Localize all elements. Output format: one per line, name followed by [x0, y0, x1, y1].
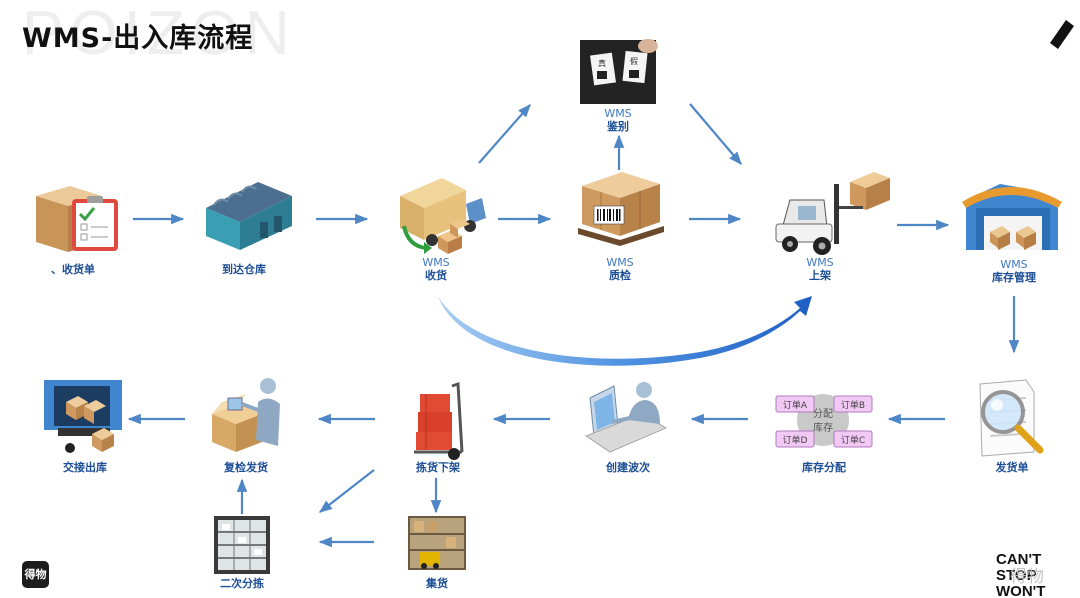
allocation-order-b: 订单B: [841, 399, 865, 411]
forklift-icon: [775, 172, 890, 255]
node-warehouse-arrive-label: 到达仓库: [184, 263, 304, 276]
node-handover-label: 交接出库: [25, 461, 145, 474]
brand-logo: 得物: [22, 561, 49, 588]
node-pick-text: 拣货下架: [416, 461, 460, 474]
allocation-order-d: 订单D: [783, 434, 808, 446]
node-shelve-label: WMS 上架: [760, 256, 880, 282]
node-authenticate-system: WMS: [604, 107, 632, 120]
authentication-tags-icon: 真 假: [580, 39, 658, 104]
node-shelve-text: 上架: [809, 269, 831, 282]
slogan: CAN'T STOP WON'T STOP: [996, 552, 1080, 598]
node-pick-label: 拣货下架: [378, 461, 498, 474]
node-ship-order-text: 发货单: [995, 461, 1029, 474]
document-search-icon: [979, 379, 1044, 457]
node-quality-system: WMS: [606, 256, 634, 269]
corner-mark: [1050, 20, 1074, 49]
hand-truck-icon: [414, 381, 464, 460]
node-inventory-system: WMS: [1000, 258, 1028, 271]
node-inventory-text: 库存管理: [992, 271, 1036, 284]
node-secondary-sort-text: 二次分拣: [220, 577, 264, 590]
node-collect-text: 集货: [426, 577, 448, 590]
sorting-shelf-icon: [214, 516, 270, 574]
storage-racks-icon: [408, 516, 466, 570]
allocation-order-a: 订单A: [783, 399, 808, 411]
allocation-icon: 分配 库存 订单A 订单B 订单D 订单C: [775, 394, 873, 448]
arrow-authenticate-to-shelve: [689, 103, 742, 166]
node-receive-text: 收货: [425, 269, 447, 282]
node-receive-label: WMS 收货: [376, 256, 496, 282]
allocation-center-bottom: 库存: [813, 421, 833, 434]
packing-worker-icon: [212, 378, 280, 452]
node-authenticate-label: WMS 鉴别: [558, 107, 678, 133]
page-title: WMS-出入库流程: [22, 23, 254, 54]
node-allocation-label: 库存分配: [764, 461, 884, 474]
node-authenticate-text: 鉴别: [607, 120, 629, 133]
storage-building-icon: [962, 184, 1062, 250]
node-wave-label: 创建波次: [568, 461, 688, 474]
node-allocation-text: 库存分配: [802, 461, 846, 474]
node-ship-order-label: 发货单: [952, 461, 1072, 474]
auth-tag-left: 真: [598, 58, 606, 68]
curve-arrow-receive-to-shelve: [438, 296, 812, 366]
node-warehouse-arrive-text: 到达仓库: [222, 263, 266, 276]
node-shelve-system: WMS: [806, 256, 834, 269]
node-quality-text: 质检: [609, 269, 631, 282]
flow-arrows: [127, 103, 1020, 548]
node-order-label: 、收货单: [13, 263, 133, 276]
watermark: POIZON: [22, 0, 296, 68]
clipboard-box-icon: [36, 186, 118, 252]
allocation-order-c: 订单C: [841, 434, 865, 446]
auth-tag-right: 假: [630, 57, 638, 66]
node-collect-label: 集货: [377, 577, 497, 590]
allocation-center-top: 分配: [813, 408, 833, 420]
node-handover-text: 交接出库: [63, 461, 107, 474]
node-recheck-label: 复检发货: [186, 461, 306, 474]
node-inventory-label: WMS 库存管理: [954, 258, 1074, 284]
node-secondary-sort-label: 二次分拣: [182, 577, 302, 590]
node-recheck-text: 复检发货: [224, 461, 268, 474]
slogan-line-2: WON'T STOP: [996, 583, 1046, 598]
barcode-pallet-icon: [578, 172, 664, 246]
slogan-line-1: CAN'T STOP: [996, 551, 1042, 584]
node-receive-system: WMS: [422, 256, 450, 269]
arrow-pick-to-secondary-sort: [318, 469, 375, 513]
truck-unloading-icon: [400, 178, 486, 254]
node-order-text: 、收货单: [51, 263, 95, 276]
node-quality-label: WMS 质检: [560, 256, 680, 282]
brand-overlay: 得物: [1010, 567, 1044, 587]
warehouse-icon: [206, 182, 292, 250]
arrow-receive-to-authenticate: [478, 104, 531, 164]
loading-dock-icon: [44, 380, 122, 453]
computer-worker-icon: [585, 382, 667, 453]
node-wave-text: 创建波次: [606, 461, 650, 474]
